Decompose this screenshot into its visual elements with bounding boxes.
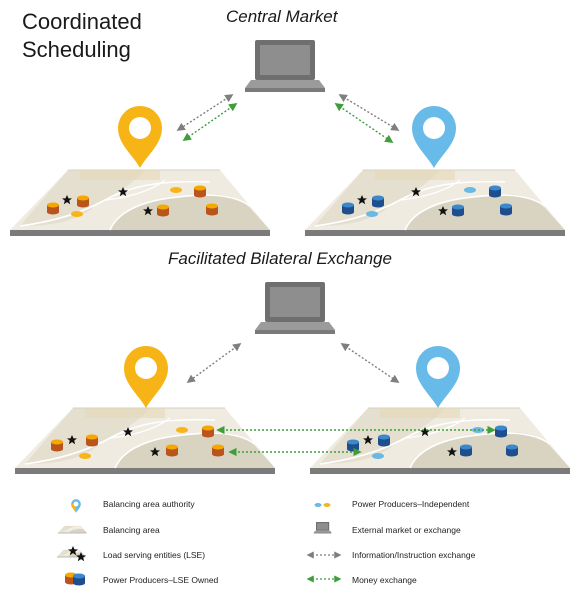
cylinder-icon [378, 434, 390, 447]
cylinder-icon [495, 425, 507, 438]
independent-producer-icon [314, 503, 331, 507]
legend-label-lse-owned: Power Producers–LSE Owned [103, 575, 219, 585]
balancing-area-right-bottom [309, 407, 571, 475]
info-arrow-left-2 [186, 343, 242, 383]
disc-icon [79, 453, 91, 459]
location-pin-icon [118, 106, 162, 168]
page-title: Coordinated Scheduling [22, 9, 142, 62]
cylinder-icon [202, 425, 214, 438]
central-market-title: Central Market [226, 7, 338, 26]
cylinder-icon [342, 202, 354, 215]
cylinder-icon [506, 444, 518, 457]
cylinder-icon [489, 185, 501, 198]
legend-label-balancing-authority: Balancing area authority [103, 499, 195, 509]
cylinder-icon [500, 203, 512, 216]
money-arrow-right [334, 103, 394, 143]
disc-icon [366, 211, 378, 217]
cylinder-icon [194, 185, 206, 198]
location-pin-icon [124, 346, 168, 408]
money-arrow-left [182, 103, 238, 141]
legend [56, 499, 342, 586]
legend-label-external-market: External market or exchange [352, 525, 461, 535]
cylinder-icon [73, 573, 85, 586]
cylinder-icon [460, 444, 472, 457]
cylinder-icon [77, 195, 89, 208]
central-market-laptop [245, 40, 325, 92]
info-arrow-right [338, 94, 400, 131]
cylinder-icon [51, 439, 63, 452]
legend-label-lse: Load serving entities (LSE) [103, 550, 206, 560]
cylinder-icon [206, 203, 218, 216]
external-market-laptop [255, 282, 335, 334]
cylinder-icon [347, 439, 359, 452]
legend-label-money-exchange: Money exchange [352, 575, 417, 585]
info-arrow-right-2 [340, 343, 400, 383]
disc-icon [176, 427, 188, 433]
legend-label-info-exchange: Information/Instruction exchange [352, 550, 476, 560]
cylinder-icon [157, 204, 169, 217]
cylinder-icon [212, 444, 224, 457]
balancing-area-left-top [9, 169, 271, 237]
bilateral-exchange-title: Facilitated Bilateral Exchange [168, 249, 392, 268]
disc-icon [170, 187, 182, 193]
disc-icon [71, 211, 83, 217]
cylinder-icon [47, 202, 59, 215]
cylinder-icon [372, 195, 384, 208]
balancing-area-right-top [304, 169, 566, 237]
legend-label-independent: Power Producers–Independent [352, 499, 470, 509]
cylinder-icon [166, 444, 178, 457]
location-pin-icon [412, 106, 456, 168]
disc-icon [372, 453, 384, 459]
cylinder-icon [452, 204, 464, 217]
lse-owned-producer-icon [65, 572, 85, 586]
location-pin-icon [71, 499, 81, 513]
balancing-area-icon [57, 525, 87, 534]
location-pin-icon [416, 346, 460, 408]
legend-label-balancing-area: Balancing area [103, 525, 160, 535]
balancing-area-left-bottom [14, 407, 276, 475]
laptop-icon [313, 522, 332, 534]
cylinder-icon [86, 434, 98, 447]
disc-icon [464, 187, 476, 193]
